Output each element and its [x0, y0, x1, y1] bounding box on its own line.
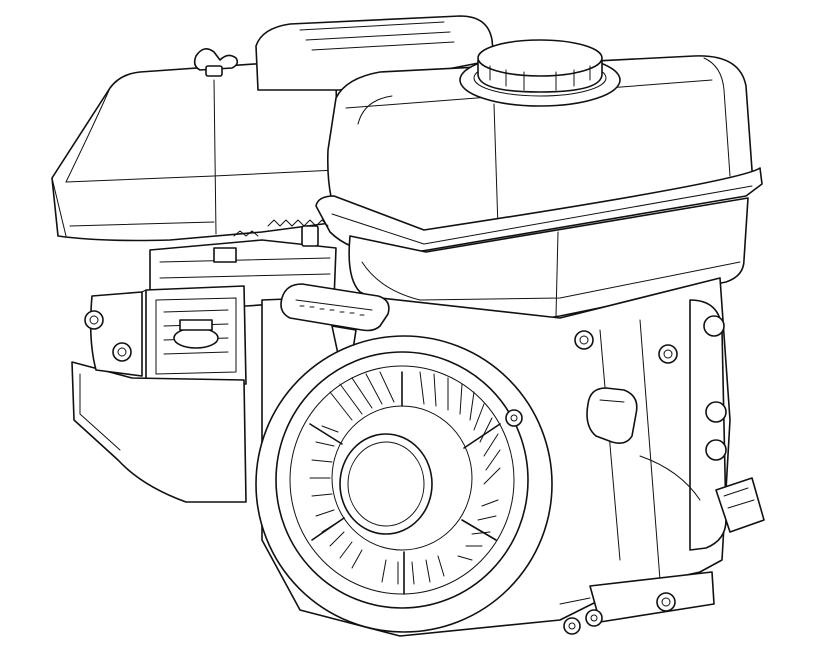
fan-grille	[309, 371, 501, 585]
recoil-starter	[255, 335, 581, 635]
crankcase-left	[71, 289, 247, 503]
fuel-tank	[315, 39, 763, 325]
